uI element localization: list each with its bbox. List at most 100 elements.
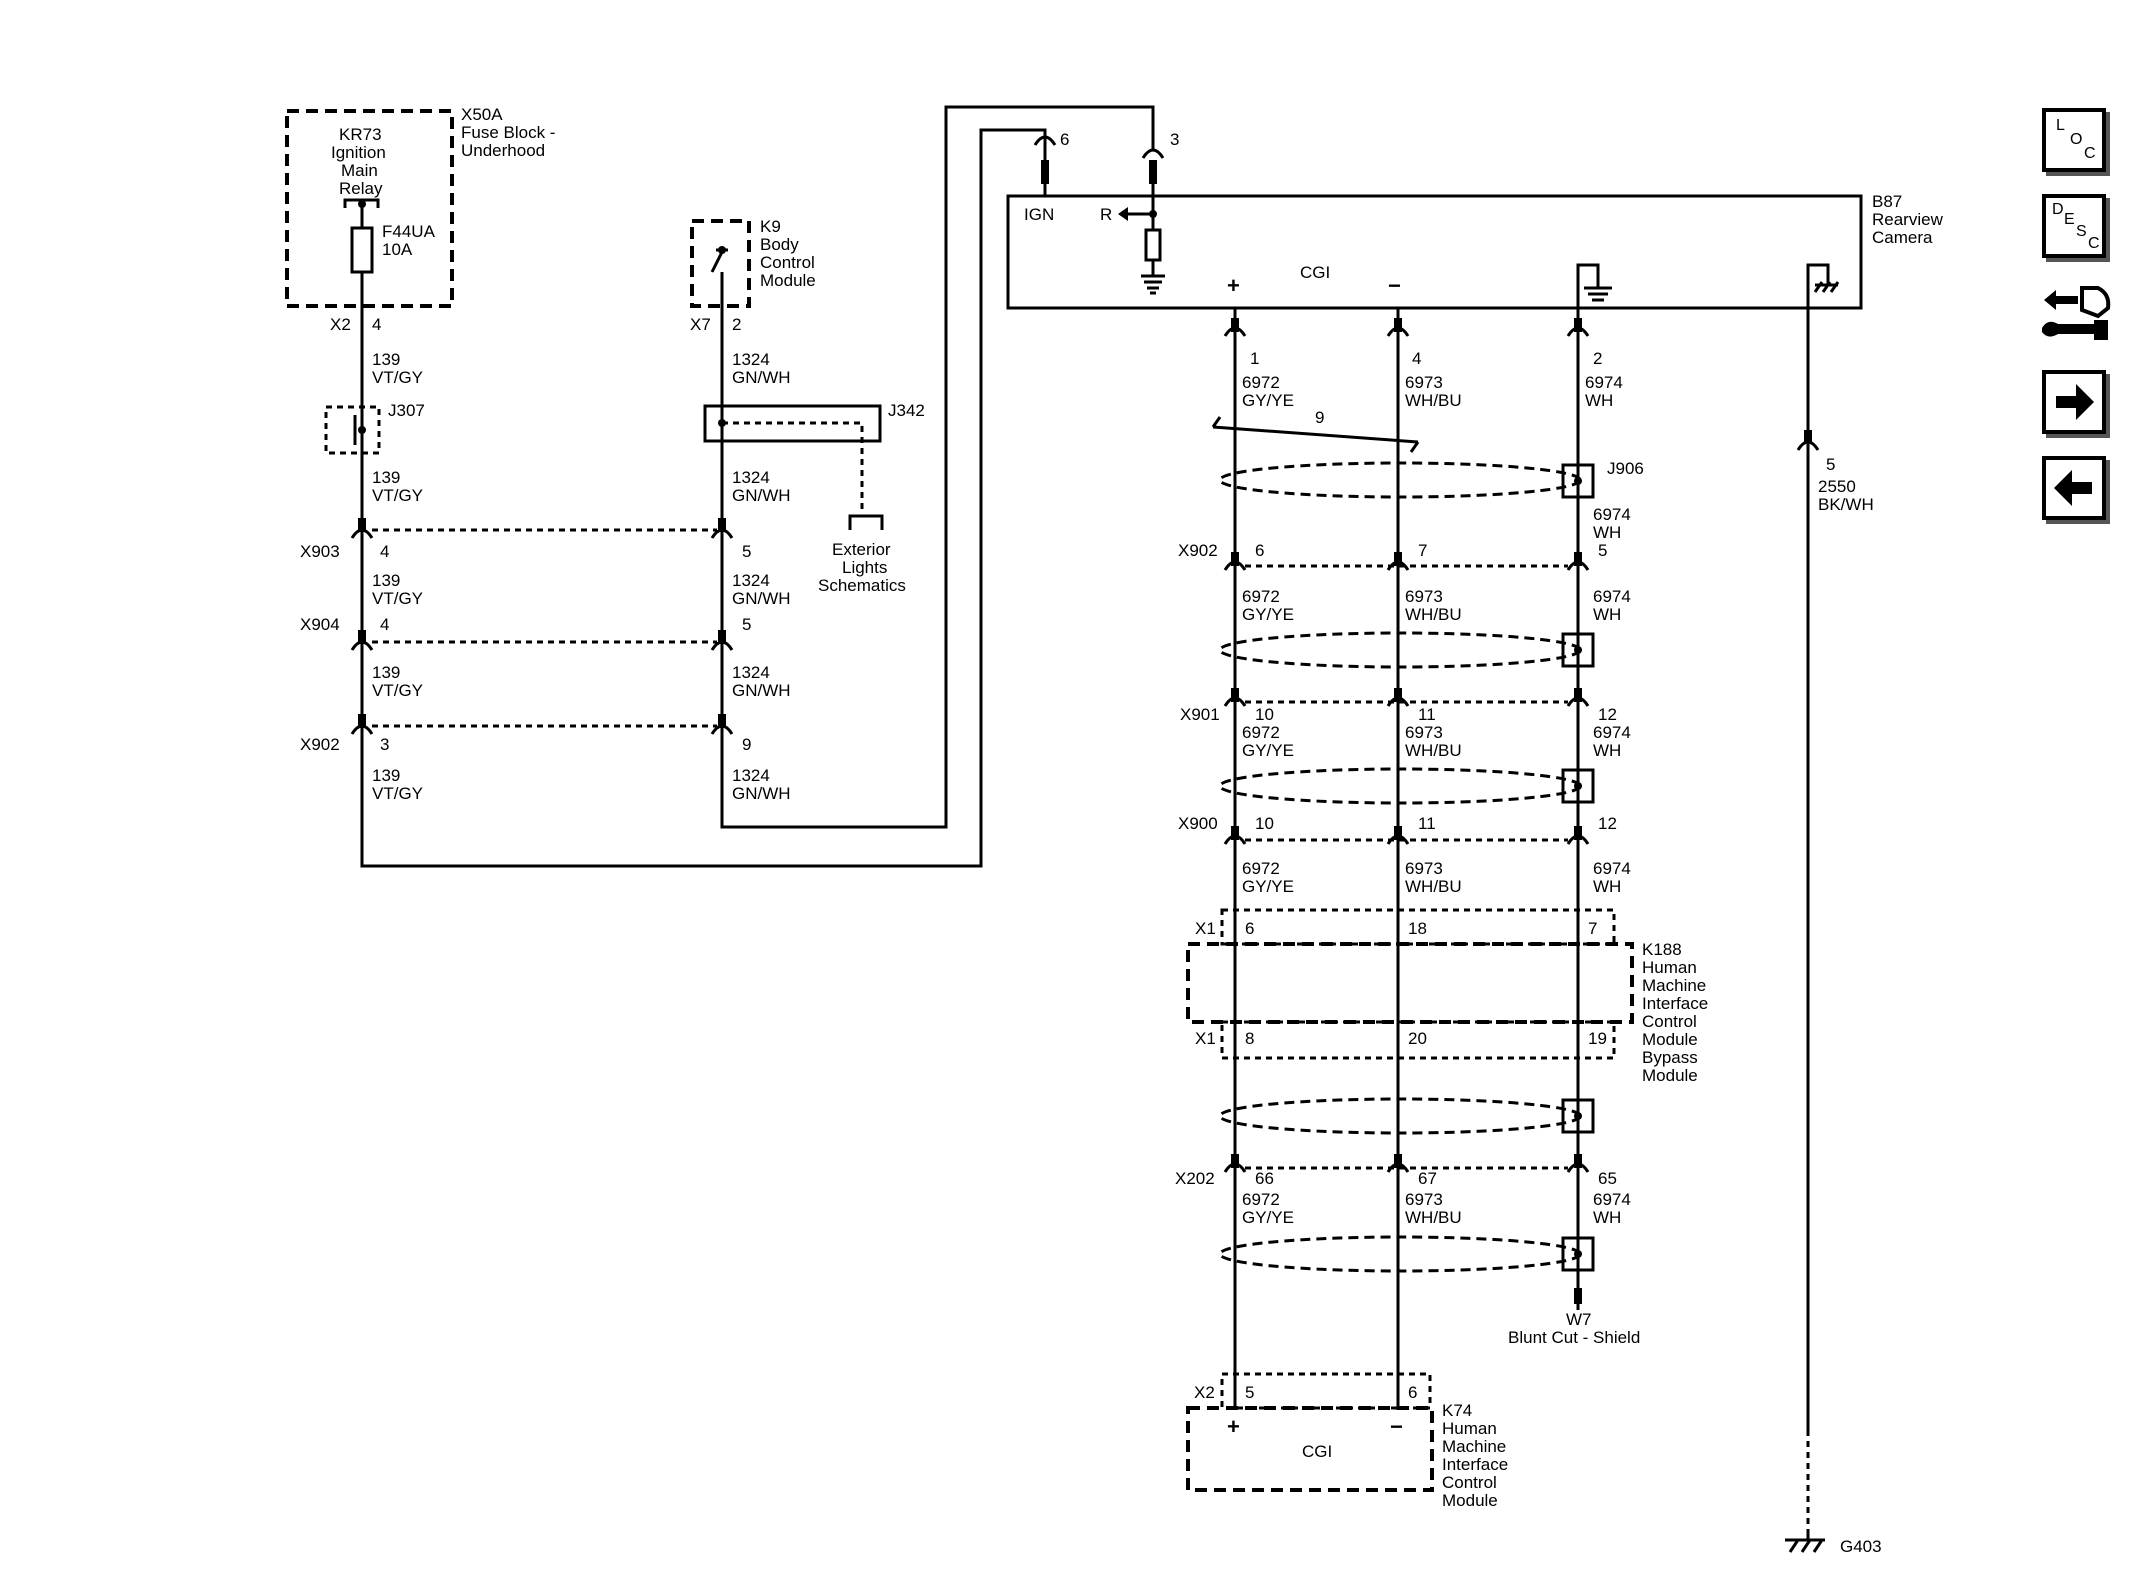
diagram-label: 2 <box>732 315 741 334</box>
camera-r-label: R <box>1100 205 1112 224</box>
diagram-label: 5 <box>742 542 751 561</box>
diagram-label: GN/WH <box>732 784 791 803</box>
arrow-left-icon <box>2054 470 2092 506</box>
next-page-button[interactable] <box>2042 370 2106 434</box>
diagram-label: 3 <box>1170 130 1179 149</box>
diagram-label: 5 <box>742 615 751 634</box>
k74-cgi: CGI <box>1302 1442 1332 1461</box>
diagram-label: 139 <box>372 663 400 682</box>
fuse-block-line2: Underhood <box>461 141 545 160</box>
diagram-label: 139 <box>372 468 400 487</box>
connector-wrench-icon[interactable] <box>2036 280 2116 350</box>
diagram-label: 9 <box>742 735 751 754</box>
diagram-label: WH/BU <box>1405 1208 1462 1227</box>
diagram-label: VT/GY <box>372 368 423 387</box>
diagram-label: Bypass <box>1642 1048 1698 1067</box>
splice-j307 <box>324 405 381 455</box>
diagram-label: WH/BU <box>1405 391 1462 410</box>
diagram-label: 7 <box>1418 541 1427 560</box>
diagram-label: 10 <box>1255 814 1274 833</box>
bcm-line3: Module <box>760 271 816 290</box>
diagram-label: GN/WH <box>732 486 791 505</box>
diagram-label: 139 <box>372 766 400 785</box>
diagram-label: 66 <box>1255 1169 1274 1188</box>
w7-code: W7 <box>1566 1310 1592 1329</box>
fuse-block-x50a <box>285 109 454 308</box>
diagram-label: 6 <box>1408 1383 1417 1402</box>
diagram-label: 2550 <box>1818 477 1856 496</box>
diagram-label: Module <box>1642 1066 1698 1085</box>
diagram-label: 5 <box>1245 1383 1254 1402</box>
fuse-block-code: X50A <box>461 105 503 124</box>
loc-button[interactable]: L O C <box>2042 108 2106 172</box>
diagram-label: 3 <box>380 735 389 754</box>
desc-button[interactable]: D E S C <box>2042 194 2106 258</box>
diagram-label: − <box>1388 273 1401 298</box>
ground-g403: G403 <box>1840 1537 1882 1556</box>
diagram-label: VT/GY <box>372 589 423 608</box>
relay-name: KR73 <box>339 125 382 144</box>
bypass-module-k188 <box>1186 942 1634 1024</box>
bcm-line1: Body <box>760 235 799 254</box>
diagram-label: Human <box>1642 958 1697 977</box>
diagram-label: 6972 <box>1242 373 1280 392</box>
diagram-label: 6974 <box>1593 859 1631 878</box>
diagram-label: J307 <box>388 401 425 420</box>
diagram-label: WH <box>1593 605 1621 624</box>
diagram-label: WH/BU <box>1405 877 1462 896</box>
diagram-label: Control <box>1642 1012 1697 1031</box>
relay-line3: Relay <box>339 179 383 198</box>
diagram-label: 6973 <box>1405 859 1443 878</box>
diagram-label: 5 <box>1598 541 1607 560</box>
rearview-camera-b87 <box>1006 194 1863 310</box>
camera-cgi: CGI <box>1300 263 1330 282</box>
diagram-label: Human <box>1442 1419 1497 1438</box>
diagram-label: 4 <box>380 542 389 561</box>
diagram-label: 12 <box>1598 705 1617 724</box>
diagram-label: 6 <box>1245 919 1254 938</box>
diagram-label: 139 <box>372 350 400 369</box>
diagram-label: WH/BU <box>1405 605 1462 624</box>
diagram-label: 6974 <box>1593 723 1631 742</box>
diagram-label: X904 <box>300 615 340 634</box>
diagram-label: + <box>1227 1414 1240 1439</box>
diagram-label: 4 <box>372 315 381 334</box>
diagram-label: 6 <box>1255 541 1264 560</box>
diagram-label: 4 <box>1412 349 1421 368</box>
diagram-label: X1 <box>1195 1029 1216 1048</box>
diagram-label: 6 <box>1060 130 1069 149</box>
hmi-module-k74 <box>1186 1406 1434 1492</box>
diagram-label: Interface <box>1642 994 1708 1013</box>
diagram-label: X900 <box>1178 814 1218 833</box>
diagram-label: WH <box>1593 523 1621 542</box>
bcm-line2: Control <box>760 253 815 272</box>
diagram-label: J906 <box>1607 459 1644 478</box>
diagram-label: 18 <box>1408 919 1427 938</box>
diagram-label: X902 <box>1178 541 1218 560</box>
diagram-label: X2 <box>330 315 351 334</box>
diagram-label: 10 <box>1255 705 1274 724</box>
diagram-label: X202 <box>1175 1169 1215 1188</box>
diagram-label: J342 <box>888 401 925 420</box>
exterior-line2: Lights <box>842 558 887 577</box>
k74-code: K74 <box>1442 1401 1472 1420</box>
diagram-label: 6973 <box>1405 587 1443 606</box>
twist-count: 9 <box>1315 408 1324 427</box>
w7-desc: Blunt Cut - Shield <box>1508 1328 1640 1347</box>
wire-139 <box>360 128 1047 868</box>
diagram-label: X902 <box>300 735 340 754</box>
diagram-label: 7 <box>1588 919 1597 938</box>
diagram-label: GY/YE <box>1242 877 1294 896</box>
bcm-code: K9 <box>760 217 781 236</box>
diagram-label: + <box>1227 273 1240 298</box>
fuse-rating: 10A <box>382 240 413 259</box>
diagram-label: 8 <box>1245 1029 1254 1048</box>
diagram-label: 1324 <box>732 468 770 487</box>
diagram-label: Module <box>1442 1491 1498 1510</box>
bcm-k9 <box>690 219 751 308</box>
diagram-label: 2 <box>1593 349 1602 368</box>
prev-page-button[interactable] <box>2042 456 2106 520</box>
diagram-label: 5 <box>1826 455 1835 474</box>
diagram-label: BK/WH <box>1818 495 1874 514</box>
diagram-label: 1324 <box>732 766 770 785</box>
